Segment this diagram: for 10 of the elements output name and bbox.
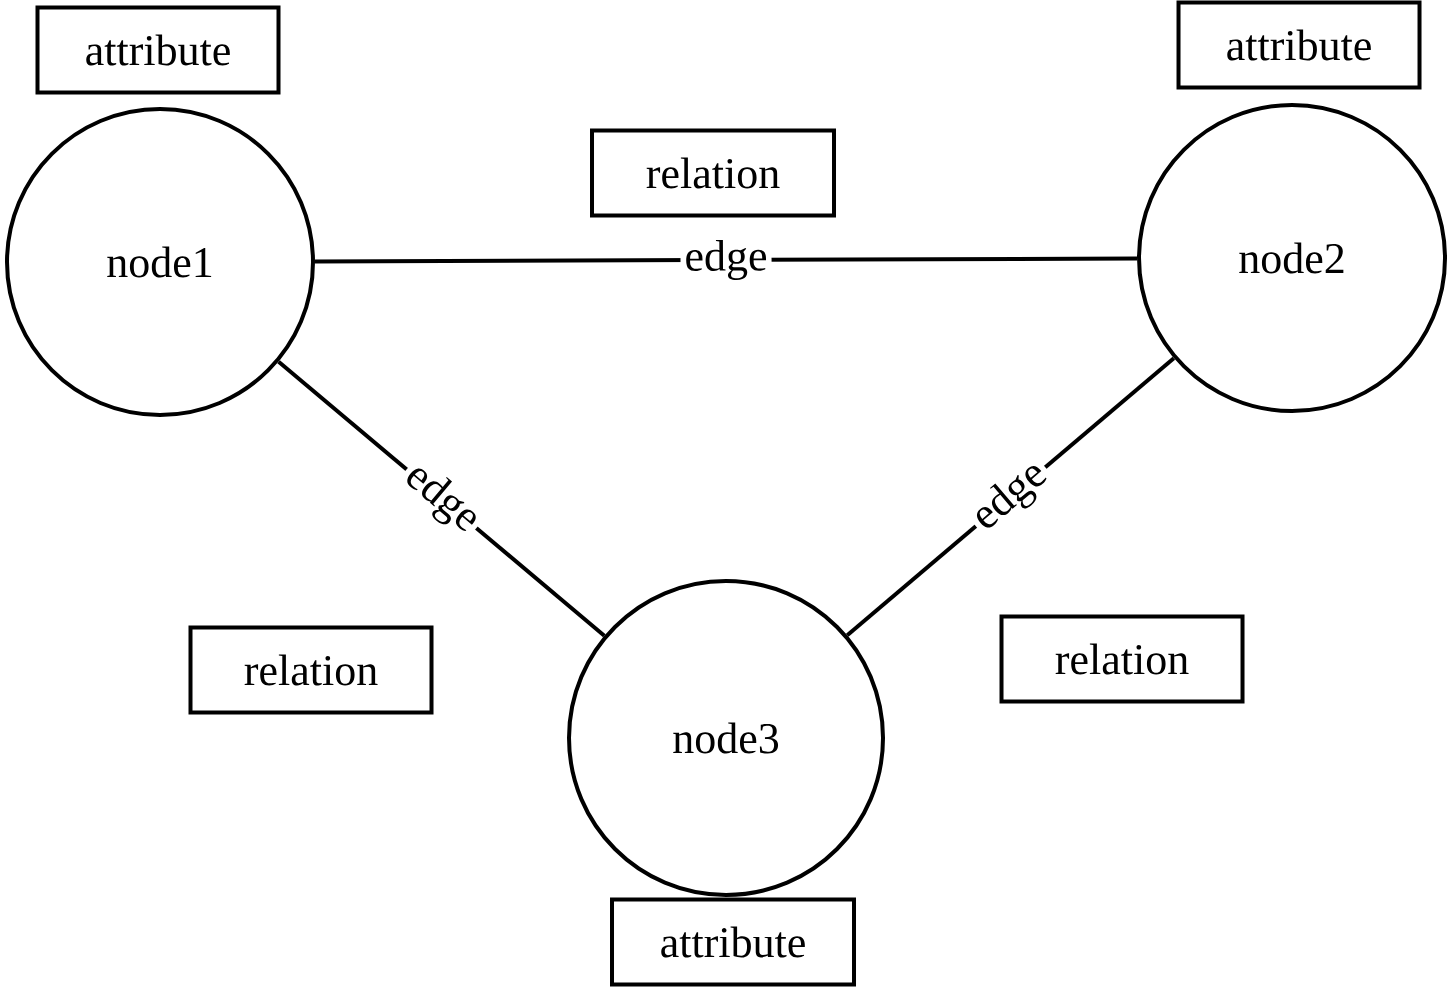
label-box: attribute [610, 897, 856, 987]
label-box: attribute [35, 5, 281, 95]
edge-label: edge [407, 468, 476, 532]
connector-line [315, 256, 1138, 264]
label-box: attribute [1176, 0, 1422, 90]
edge-label: edge [976, 465, 1047, 528]
label-box: relation [590, 128, 836, 218]
label-box: relation [999, 614, 1245, 704]
edge-label: edge [686, 240, 767, 280]
label-box: relation [188, 625, 434, 715]
